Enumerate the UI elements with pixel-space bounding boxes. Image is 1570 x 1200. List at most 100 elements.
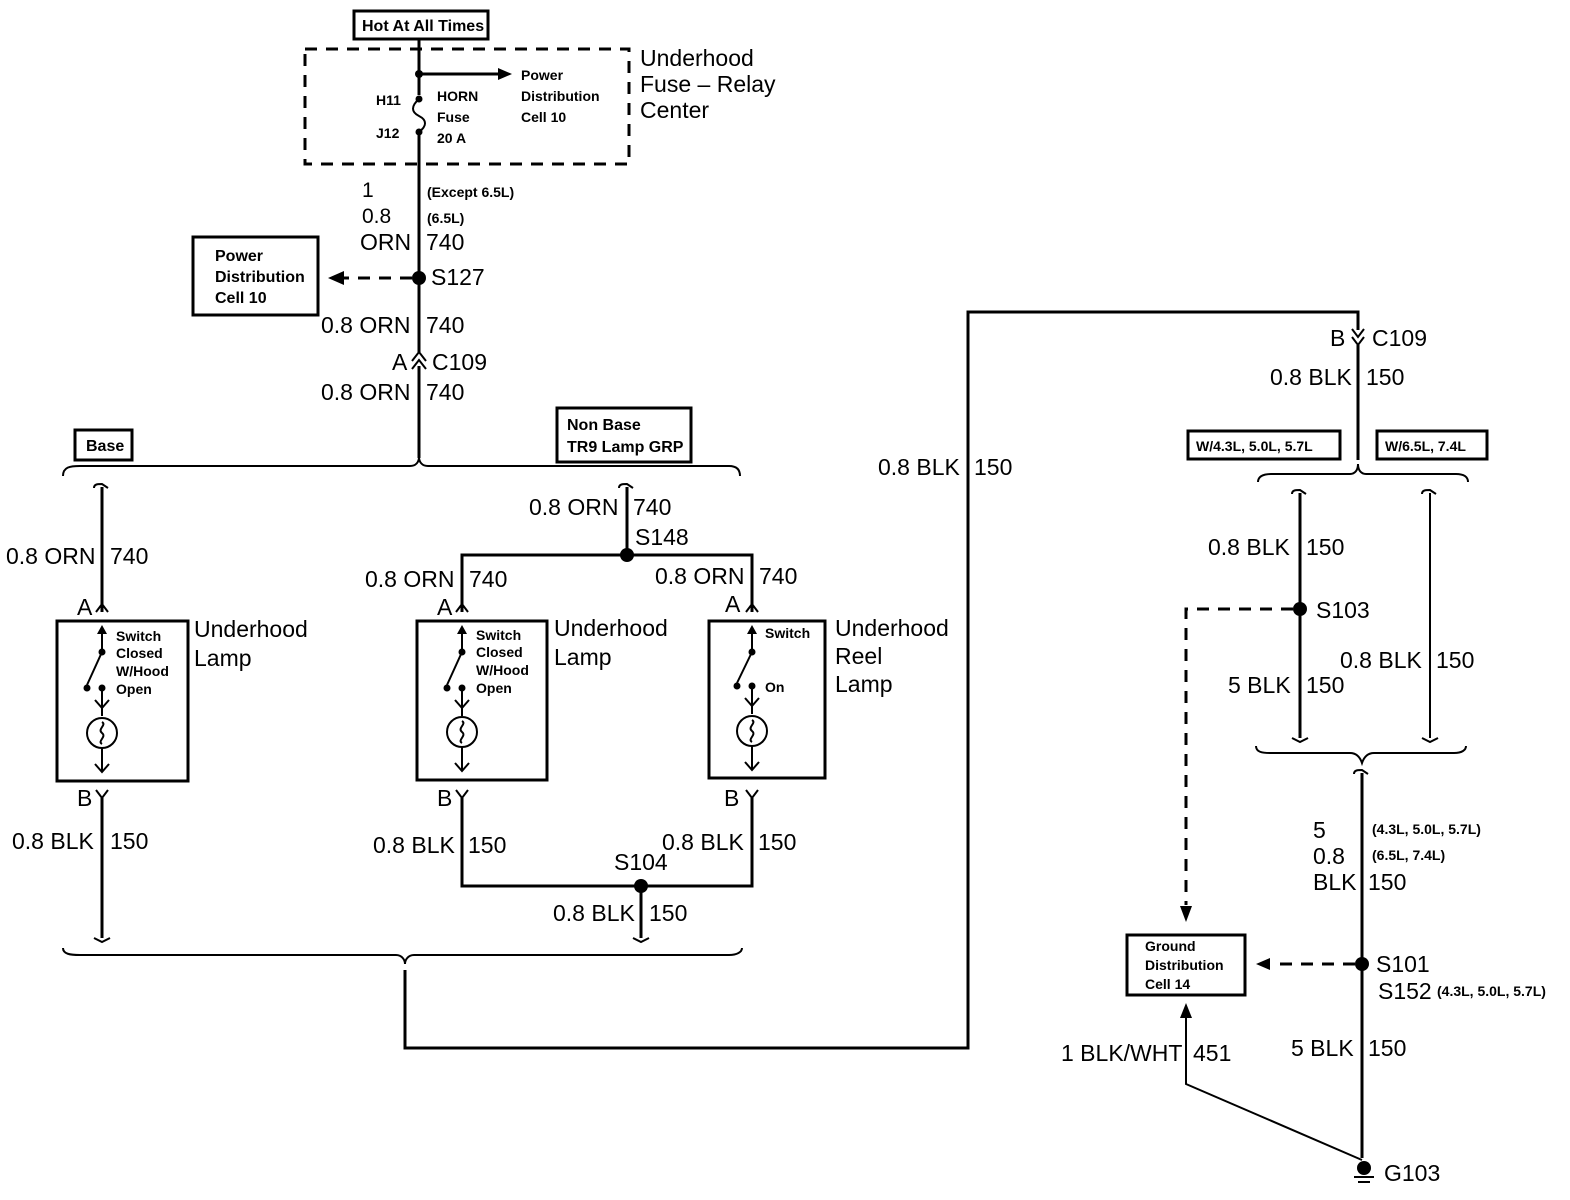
- right-sub-right-wire-08-blk-label: 0.8 BLK: [1340, 647, 1422, 673]
- wire-08-orn-label-3: 0.8 ORN: [321, 379, 410, 405]
- ground-circuit-150-label: 150: [1368, 869, 1406, 895]
- nonbase-underhood-lamp-label: Underhood Lamp: [554, 615, 674, 670]
- base-wire-top-break: [93, 482, 109, 489]
- base-lamp-lower-arrow: [94, 763, 110, 774]
- paren-65l-note: (6.5L): [427, 210, 464, 226]
- s148-distribution-wire: [460, 553, 754, 612]
- s104-wire-08-blk-label: 0.8 BLK: [553, 900, 635, 926]
- h11-label: H11: [376, 92, 401, 108]
- circuit-451-label: 451: [1193, 1040, 1231, 1066]
- ground-distribution-box: [1125, 933, 1247, 997]
- s127-label: S127: [431, 264, 485, 290]
- base-lamp-a-connector: [95, 602, 109, 613]
- nonbase-right-circuit-740-label: 740: [759, 563, 797, 589]
- right-sub-left-bottom-break: [1291, 737, 1309, 744]
- base-circuit-150-label: 150: [110, 828, 148, 854]
- g103-ground-icon: [1357, 1161, 1371, 1175]
- nonbase-wire-top-break: [618, 482, 634, 489]
- reel-lamp-a-pin-label: A: [725, 591, 741, 617]
- hot-at-all-times-label: Hot At All Times: [362, 18, 484, 35]
- circuit-740-label-1: 740: [426, 229, 464, 255]
- ground-wire-size-5: 5: [1313, 817, 1326, 843]
- middle-lamp-a-pin-label: A: [437, 594, 453, 620]
- option-brace-top: [62, 456, 741, 477]
- s103-dashed-arrowhead: [1180, 906, 1192, 922]
- blk-wht-451-wire: [1185, 1016, 1363, 1161]
- middle-switch-label: Switch Closed W/Hood Open: [476, 627, 533, 696]
- horn-fuse-symbol: [412, 98, 426, 133]
- reel-lamp-a-connector: [745, 602, 759, 613]
- reel-circuit-150-label: 150: [758, 829, 796, 855]
- power-distribution-box-label: Power Distribution Cell 10: [215, 248, 309, 307]
- ground-circuit-150-label-2: 150: [1368, 1035, 1406, 1061]
- s148-label: S148: [635, 524, 689, 550]
- s127-splice: [412, 271, 426, 285]
- right-sub-right-circuit-150-label: 150: [1436, 647, 1474, 673]
- right-sub-left-top-break: [1291, 488, 1307, 495]
- s103-splice: [1293, 602, 1307, 616]
- reel-switch-arrow: [747, 625, 757, 634]
- s127-dashed-arrowhead: [328, 271, 344, 285]
- nonbase-right-wire-08-orn-label: 0.8 ORN: [655, 563, 744, 589]
- right-sub-left-circuit-150-label: 150: [1306, 534, 1344, 560]
- base-circuit-740-label: 740: [110, 543, 148, 569]
- s103-dashed-branch: [1184, 607, 1293, 905]
- s104-collection-wire: [460, 798, 754, 888]
- reel-lamp-b-connector: [745, 789, 759, 800]
- base-switch-label: Switch Closed W/Hood Open: [116, 628, 173, 697]
- nonbase-wire-08-orn-label: 0.8 ORN: [529, 494, 618, 520]
- s101-splice: [1355, 957, 1369, 971]
- underhood-reel-lamp-box: [707, 619, 827, 780]
- nonbase-circuit-740-label: 740: [633, 494, 671, 520]
- underhood-reel-lamp-label: Underhood Reel Lamp: [835, 615, 955, 697]
- ground-note-65: (6.5L, 7.4L): [1372, 847, 1445, 863]
- reel-wire-08-blk-label: 0.8 BLK: [662, 829, 744, 855]
- blk-wht-wire-label: 1 BLK/WHT: [1061, 1040, 1182, 1066]
- reel-lamp-filament: [749, 719, 755, 743]
- reel-lamp-upper-fork: [744, 697, 760, 708]
- right-wire-08-blk-label: 0.8 BLK: [1270, 364, 1352, 390]
- underhood-fuse-relay-center-outline: [303, 47, 631, 166]
- middle-lamp-b-pin-label: B: [437, 785, 452, 811]
- c109-a-connector-symbol: [411, 350, 427, 370]
- base-switch-arrow: [97, 625, 107, 634]
- base-wire-08-orn-label: 0.8 ORN: [6, 543, 95, 569]
- middle-wire-08-blk-label: 0.8 BLK: [373, 832, 455, 858]
- right-sub-right-bottom-break: [1421, 737, 1439, 744]
- s152-label: S152: [1378, 978, 1432, 1004]
- right-option-brace-bottom: [1255, 745, 1467, 767]
- right-sub-right-top-break: [1421, 488, 1437, 495]
- reel-lamp-b-pin-label: B: [724, 785, 739, 811]
- reel-switch-on-label: On: [765, 679, 784, 695]
- right-circuit-150-label: 150: [1366, 364, 1404, 390]
- base-wire-08-blk-label: 0.8 BLK: [12, 828, 94, 854]
- blk-wht-451-arrowhead: [1180, 1003, 1192, 1018]
- power-distribution-arrowhead: [498, 68, 512, 80]
- nonbase-left-wire-08-orn-label: 0.8 ORN: [365, 566, 454, 592]
- base-lamp-b-connector: [95, 789, 109, 800]
- power-distribution-box: [191, 235, 320, 317]
- s101-label: S101: [1376, 951, 1430, 977]
- c109-a-pin-label: A: [392, 349, 408, 375]
- ground-wire-5-blk-label: 5 BLK: [1291, 1035, 1354, 1061]
- orn-color-label: ORN: [360, 229, 411, 255]
- circuit-740-label-3: 740: [426, 379, 464, 405]
- g103-label: G103: [1384, 1160, 1440, 1186]
- reel-lamp-lower-arrow: [744, 761, 760, 772]
- c109-b-connector-symbol: [1351, 328, 1365, 347]
- reel-switch-label: Switch: [765, 625, 810, 641]
- wire-08-orn-label-2: 0.8 ORN: [321, 312, 410, 338]
- non-base-option-box: [555, 406, 693, 464]
- middle-lamp-lower-arrow: [454, 762, 470, 773]
- s101-dashed-arrowhead: [1256, 958, 1270, 970]
- base-underhood-lamp-label: Underhood Lamp: [194, 616, 314, 671]
- c109-b-label: C109: [1372, 325, 1427, 351]
- s103-label: S103: [1316, 597, 1370, 623]
- s152-note: (4.3L, 5.0L, 5.7L): [1437, 983, 1546, 999]
- w65-option-label: W/6.5L, 7.4L: [1385, 438, 1466, 454]
- base-lamp-filament: [99, 721, 105, 745]
- reel-switch-contact-pivot: [733, 682, 741, 690]
- w43-option-box: [1186, 429, 1342, 461]
- middle-switch-blade: [446, 651, 463, 686]
